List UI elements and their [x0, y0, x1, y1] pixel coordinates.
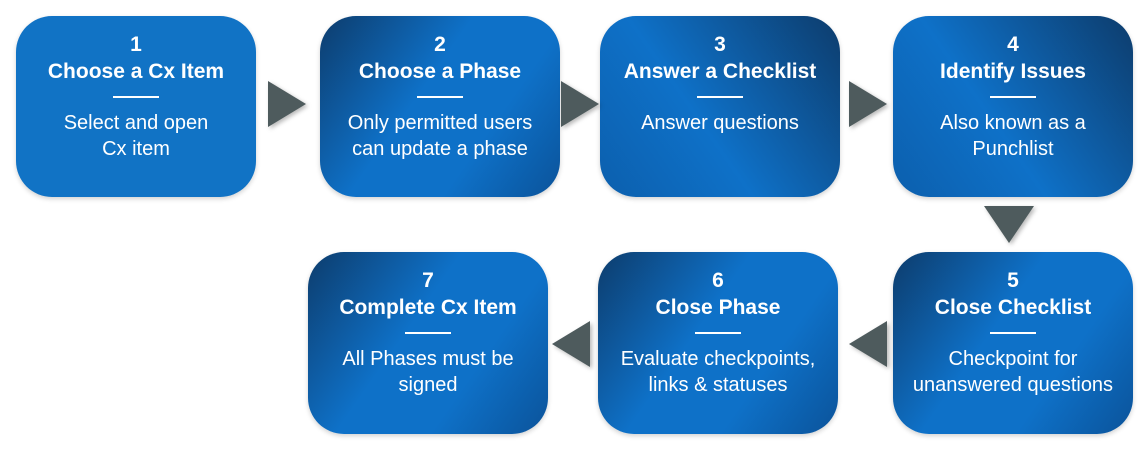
divider-line [405, 331, 451, 334]
step-description: Answer questions [641, 111, 799, 134]
step-title: Complete Cx Item [339, 296, 517, 320]
step-description: All Phases must be signed [342, 347, 514, 396]
arrow-right-icon [849, 81, 887, 127]
divider-line [695, 331, 741, 334]
arrow-left-icon [849, 321, 887, 367]
step-title: Close Phase [655, 296, 781, 320]
step-description: Checkpoint for unanswered questions [912, 347, 1114, 396]
step-number: 3 [714, 33, 726, 56]
step-box-choose-phase: 2 Choose a Phase Only permitted users ca… [320, 16, 560, 197]
arrow-right-icon [268, 81, 306, 127]
step-number: 7 [422, 269, 434, 292]
step-box-identify-issues: 4 Identify Issues Also known as a Punchl… [893, 16, 1133, 197]
arrow-down-icon [984, 206, 1034, 243]
step-number: 6 [712, 269, 724, 292]
step-box-answer-checklist: 3 Answer a Checklist Answer questions [600, 16, 840, 197]
step-description: Select and open Cx item [63, 111, 209, 160]
step-number: 1 [130, 33, 142, 56]
step-title: Answer a Checklist [623, 60, 817, 84]
step-box-complete-cx-item: 7 Complete Cx Item All Phases must be si… [308, 252, 548, 434]
divider-line [990, 331, 1036, 334]
arrow-left-icon [552, 321, 590, 367]
divider-line [697, 95, 743, 98]
step-box-close-checklist: 5 Close Checklist Checkpoint for unanswe… [893, 252, 1133, 434]
divider-line [417, 95, 463, 98]
step-description: Also known as a Punchlist [940, 111, 1086, 160]
step-title: Choose a Cx Item [47, 60, 225, 84]
step-number: 5 [1007, 269, 1019, 292]
divider-line [990, 95, 1036, 98]
step-description: Evaluate checkpoints, links & statuses [620, 347, 816, 396]
step-box-close-phase: 6 Close Phase Evaluate checkpoints, link… [598, 252, 838, 434]
step-title: Identify Issues [940, 60, 1086, 84]
step-number: 2 [434, 33, 446, 56]
divider-line [113, 95, 159, 98]
step-title: Choose a Phase [358, 60, 522, 84]
step-box-choose-cx-item: 1 Choose a Cx Item Select and open Cx it… [16, 16, 256, 197]
step-title: Close Checklist [934, 296, 1092, 320]
arrow-right-icon [561, 81, 599, 127]
step-number: 4 [1007, 33, 1019, 56]
step-description: Only permitted users can update a phase [347, 111, 533, 160]
